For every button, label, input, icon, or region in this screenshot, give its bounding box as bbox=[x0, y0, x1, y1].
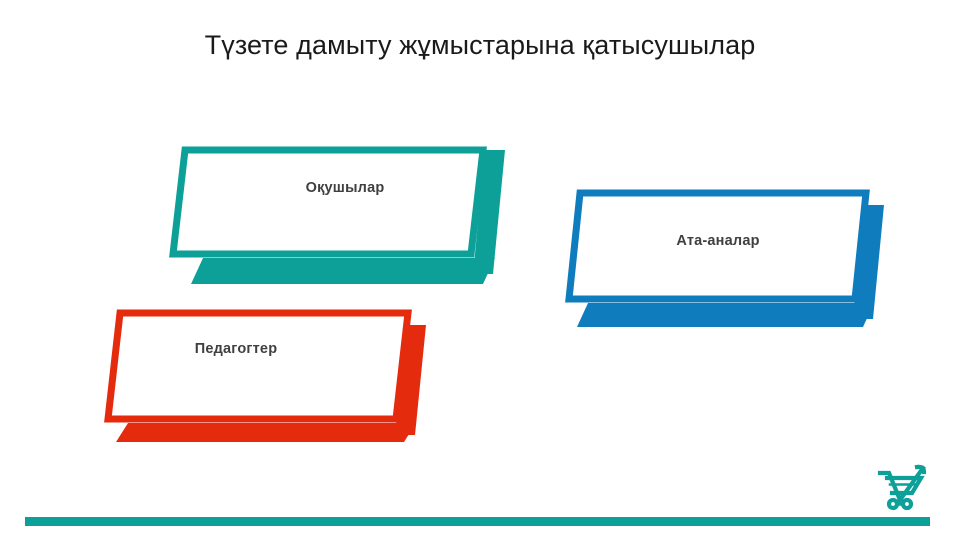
card-parents-label: Ата-аналар bbox=[676, 233, 760, 249]
card-teachers-shadow-right bbox=[395, 325, 426, 435]
card-students-shadow bbox=[191, 258, 495, 284]
card-parents-shape bbox=[565, 189, 884, 327]
card-teachers-label: Педагогтер bbox=[194, 341, 278, 357]
card-teachers-shadow bbox=[116, 423, 416, 442]
card-students[interactable]: Оқушылар bbox=[155, 132, 515, 284]
card-teachers[interactable]: Педагогтер bbox=[88, 305, 433, 445]
card-teachers-shape bbox=[104, 309, 426, 442]
card-students-shape bbox=[169, 146, 505, 284]
card-teachers-outline bbox=[104, 309, 412, 423]
page-title: Түзете дамыту жұмыстарына қатысушылар bbox=[204, 30, 756, 60]
shopping-cart-icon bbox=[876, 462, 934, 518]
card-students-outline bbox=[169, 146, 487, 258]
card-parents-shadow bbox=[577, 303, 874, 327]
card-parents-shadow-right bbox=[853, 205, 884, 319]
card-parents-outline bbox=[565, 189, 870, 303]
card-students-shadow-right bbox=[473, 150, 505, 274]
card-parents[interactable]: Ата-аналар bbox=[548, 185, 888, 327]
bottom-accent-bar bbox=[25, 517, 930, 526]
card-students-label: Оқушылар bbox=[305, 180, 385, 196]
